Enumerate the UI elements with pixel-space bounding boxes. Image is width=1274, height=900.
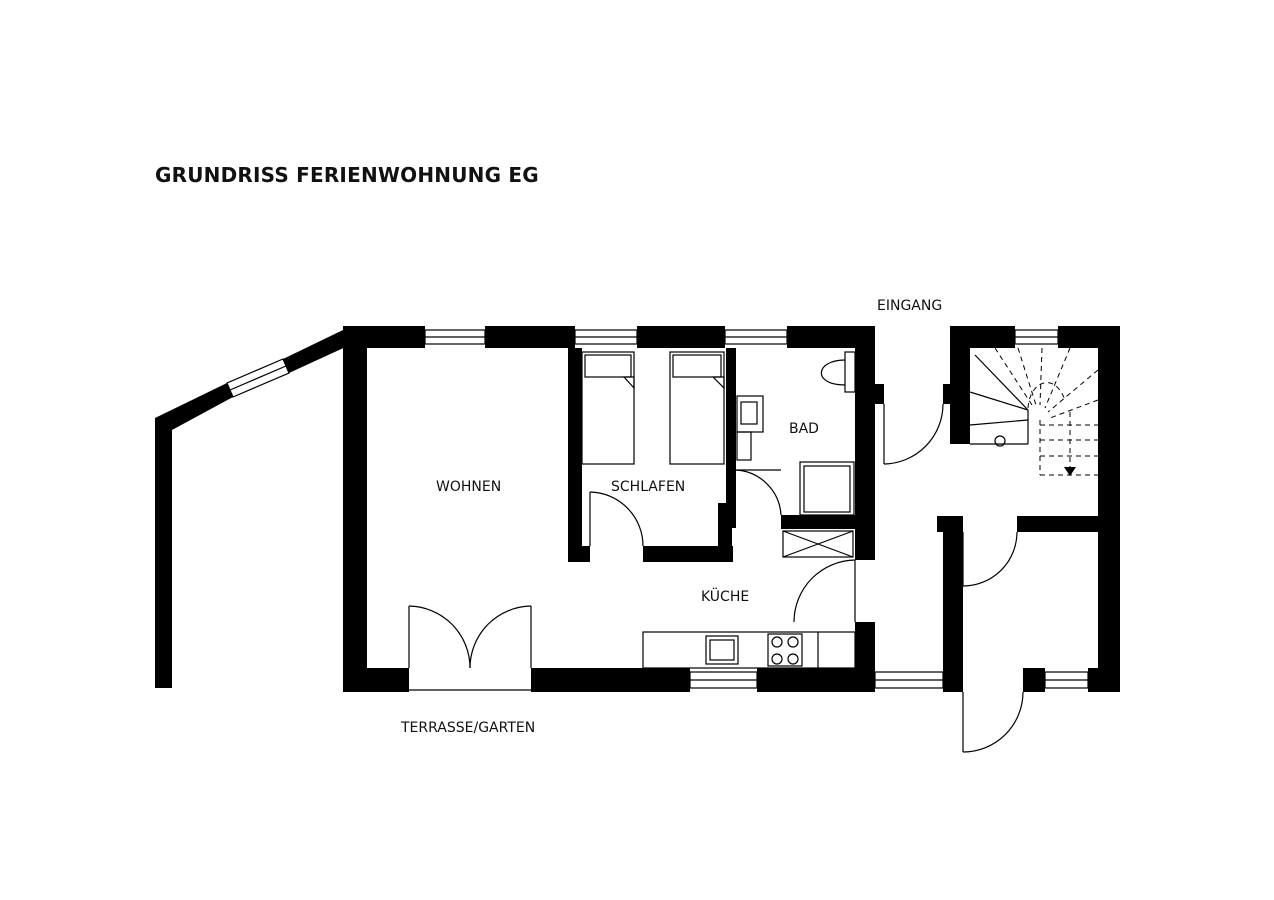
interior-walls [568, 326, 1120, 692]
terrace-label: TERRASSE/GARTEN [400, 720, 535, 736]
page-title: GRUNDRISS FERIENWOHNUNG EG [155, 163, 539, 187]
windows [424, 329, 1089, 689]
entrance-label: EINGANG [877, 298, 942, 314]
beds [581, 351, 725, 465]
room-label-schlafen: SCHLAFEN [611, 479, 685, 495]
staircase [969, 347, 1099, 476]
kitchen-counter [642, 631, 856, 669]
garden-wall [155, 330, 350, 688]
bathroom-fixtures [736, 351, 856, 558]
room-label-kueche: KÜCHE [701, 587, 749, 605]
doors [408, 403, 1024, 753]
room-label-wohnen: WOHNEN [436, 479, 501, 495]
room-label-bad: BAD [789, 421, 819, 437]
